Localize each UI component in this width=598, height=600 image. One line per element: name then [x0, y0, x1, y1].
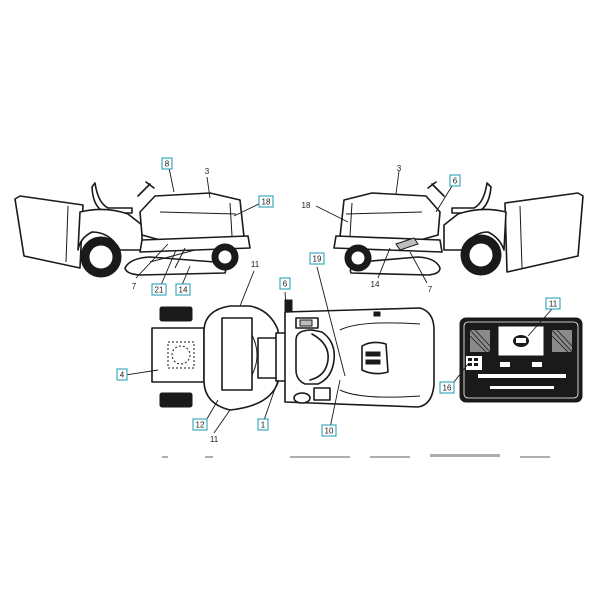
svg-text:21: 21 — [155, 286, 164, 295]
callout-left-18: 18 — [258, 195, 274, 208]
right-side-view: 3 6 18 14 7 — [302, 164, 584, 294]
callout-left-3: 3 — [205, 167, 210, 176]
callout-right-3: 3 — [397, 164, 402, 173]
rear-view: 11 16 — [439, 297, 583, 403]
faint-text-line — [162, 454, 550, 458]
callout-left-7: 7 — [132, 282, 137, 291]
callout-top-4: 4 — [116, 368, 128, 381]
svg-text:12: 12 — [196, 421, 205, 430]
svg-text:14: 14 — [179, 286, 188, 295]
callout-left-8: 8 — [161, 157, 173, 170]
left-side-view: 8 3 18 7 21 14 — [14, 157, 274, 296]
callout-top-6: 6 — [279, 277, 291, 290]
svg-text:6: 6 — [453, 177, 458, 186]
svg-text:4: 4 — [120, 371, 125, 380]
callout-top-12: 12 — [192, 418, 208, 431]
callout-right-6: 6 — [449, 174, 461, 187]
svg-text:18: 18 — [262, 198, 271, 207]
svg-text:6: 6 — [283, 280, 288, 289]
callout-bottom-11: 11 — [210, 435, 219, 444]
svg-text:16: 16 — [443, 384, 452, 393]
svg-text:11: 11 — [549, 300, 558, 309]
callout-right-18: 18 — [302, 201, 311, 210]
svg-text:1: 1 — [261, 421, 266, 430]
top-view: 11 6 19 4 12 11 1 10 — [116, 252, 435, 444]
callout-top-1: 1 — [257, 418, 269, 431]
svg-text:10: 10 — [325, 427, 334, 436]
callout-left-21: 21 — [151, 283, 167, 296]
callout-right-14: 14 — [371, 280, 380, 289]
callout-left-14: 14 — [175, 283, 191, 296]
callout-top-11: 11 — [251, 260, 260, 269]
callout-rear-11: 11 — [545, 297, 561, 310]
callout-rear-16: 16 — [439, 381, 455, 394]
callout-right-7: 7 — [428, 285, 433, 294]
svg-text:19: 19 — [313, 255, 322, 264]
callout-top-19: 19 — [309, 252, 325, 265]
svg-text:8: 8 — [165, 160, 170, 169]
callout-top-10: 10 — [321, 424, 337, 437]
